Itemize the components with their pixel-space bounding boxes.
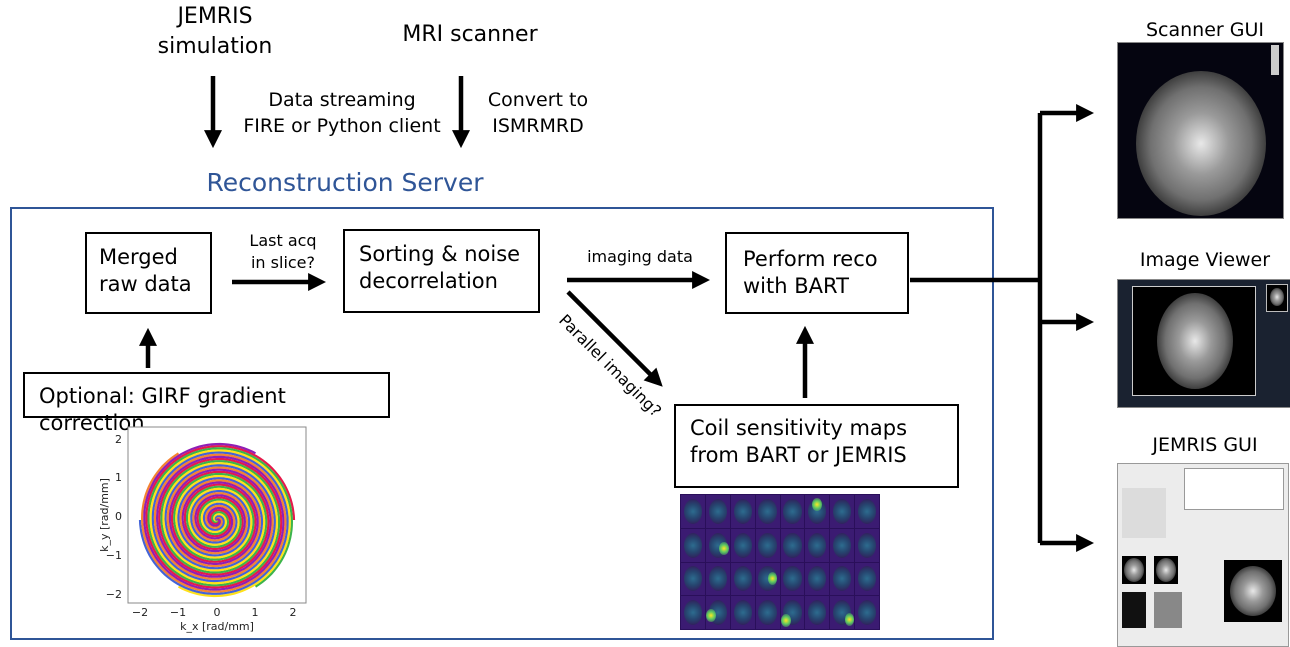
coil-map-cell [830,596,855,629]
spiral-plot: 2 1 0 −1 −2 −2 −1 0 1 2 k_x [rad/mm] k_y… [100,426,307,633]
imaging-data-label: imaging data [587,247,693,266]
spiral-trajectory [138,442,296,598]
coil-map-cell [805,528,830,562]
coil-map-cell [855,596,879,629]
mri-scanner-label: MRI scanner [402,22,538,47]
coil-map-cell [730,528,755,562]
scanner-gui-thumbnail [1117,42,1284,219]
spiral-arm [149,449,291,598]
coil-map-cell [681,528,705,562]
coil-map-cell [755,596,780,629]
coil-map-cell [705,528,730,562]
xtick: −1 [170,606,186,619]
coil-map-cell [755,562,780,596]
coil-map-cell [730,562,755,596]
coil-map-cell [780,495,805,528]
reconstruction-server-box [10,207,994,640]
coil-maps-grid [680,494,880,630]
coil-map-cell [780,562,805,596]
image-viewer-thumbnail [1117,279,1290,408]
jemris-gui-thumbnail [1117,463,1289,647]
coil-map-cell [755,528,780,562]
ytick: 0 [115,510,122,523]
spiral-arm [140,452,287,593]
scanner-gui-label: Scanner GUI [1145,19,1264,41]
xtick: 1 [252,606,259,619]
coil-map-cell [830,495,855,528]
coil-map-cell [705,596,730,629]
xtick: 0 [214,606,221,619]
coil-map-cell [780,596,805,629]
coil-map-cell [681,596,705,629]
spiral-xlabel: k_x [rad/mm] [180,620,254,633]
coil-map-cell [755,495,780,528]
spiral-ylabel: k_y [rad/mm] [100,478,111,552]
coil-map-cell [681,562,705,596]
coil-map-cell [855,528,879,562]
xtick: −2 [132,606,148,619]
coil-map-cell [855,495,879,528]
coil-map-cell [805,596,830,629]
jemris-gui-label: JEMRIS GUI [1152,434,1258,456]
ytick: 2 [115,433,122,446]
arrow-sorting-to-coil [566,290,663,387]
coil-map-cell [805,495,830,528]
xtick: 2 [290,606,297,619]
girf-correction-box: Optional: GIRF gradient correction [23,372,390,435]
spiral-arm [147,447,294,588]
ytick: 1 [115,471,122,484]
coil-map-cell [780,528,805,562]
coil-map-cell [855,562,879,596]
server-title: Reconstruction Server [206,168,484,197]
coil-map-cell [830,528,855,562]
image-viewer-label: Image Viewer [1139,249,1271,271]
coil-map-cell [705,562,730,596]
spiral-arm [145,445,296,589]
coil-map-cell [730,495,755,528]
ytick: −2 [106,588,122,601]
spiral-arm [138,451,289,595]
ytick: −1 [106,549,122,562]
coil-map-cell [705,495,730,528]
spiral-arm [143,442,285,591]
coil-map-cell [730,596,755,629]
coil-map-cell [805,562,830,596]
coil-map-cell [830,562,855,596]
coil-map-cell [681,495,705,528]
